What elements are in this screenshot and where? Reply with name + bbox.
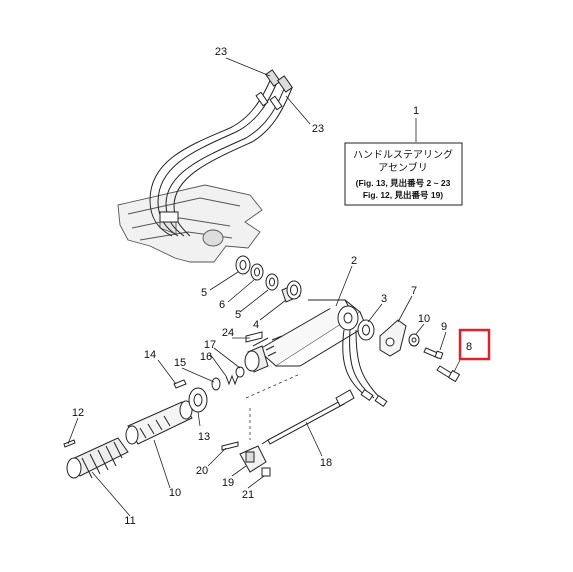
callout-2[interactable]: 2: [351, 255, 357, 267]
callout-18[interactable]: 17: [204, 339, 216, 351]
assembly-note: ハンドルステアリング アセンブリ (Fig. 13, 見出番号 2 ~ 23 F…: [344, 142, 463, 206]
note-line-4: Fig. 12, 見出番号 19): [363, 190, 443, 200]
leader-lines: [67, 57, 461, 517]
callout-6[interactable]: 6: [219, 299, 225, 311]
steering-handle-arm: [244, 299, 367, 373]
washer-and-bolts: [408, 333, 461, 383]
callout-labels: 23 23 1 2 3 7 5 6 5 4 10 9 24 14 15 17 1…: [72, 46, 447, 527]
callout-23-right[interactable]: 23: [312, 123, 324, 135]
callout-14[interactable]: 13: [198, 431, 210, 443]
callout-9[interactable]: 9: [441, 321, 447, 333]
bracket: [379, 319, 407, 357]
callout-5-upper[interactable]: 5: [201, 287, 207, 299]
control-cables: [149, 69, 293, 237]
callout-1[interactable]: 1: [413, 105, 419, 117]
callout-8[interactable]: 8: [466, 341, 472, 353]
shift-rod: [261, 389, 355, 445]
note-line-3: (Fig. 13, 見出番号 2 ~ 23: [356, 178, 451, 188]
callout-11[interactable]: 10: [169, 487, 181, 499]
callout-17[interactable]: 16: [200, 351, 212, 363]
callout-5-lower[interactable]: 5: [235, 309, 241, 321]
highlight-box: [458, 328, 491, 361]
casting-outline: [117, 184, 263, 263]
bushing-set: [235, 255, 302, 303]
callout-12[interactable]: 11: [124, 515, 135, 527]
callout-7[interactable]: 7: [411, 285, 417, 297]
callout-21[interactable]: 20: [196, 465, 208, 477]
callout-24[interactable]: 24: [222, 327, 234, 339]
assembly-guides: [245, 373, 301, 440]
note-line-1: ハンドルステアリング: [353, 148, 453, 161]
callout-15[interactable]: 14: [144, 349, 156, 361]
callout-23-top[interactable]: 23: [215, 46, 227, 58]
lower-cables: [342, 329, 388, 408]
callout-22[interactable]: 21: [242, 489, 254, 501]
collar: [357, 319, 375, 341]
callout-16[interactable]: 15: [174, 357, 186, 369]
twist-grip: [63, 331, 263, 479]
callout-3[interactable]: 3: [381, 293, 387, 305]
note-line-2: アセンブリ: [378, 161, 428, 174]
rod-bracket: [221, 441, 271, 477]
note-box: [344, 142, 463, 206]
highlight-callout-8[interactable]: 8: [458, 328, 491, 361]
callout-10[interactable]: 10: [418, 313, 430, 325]
callout-19[interactable]: 18: [320, 457, 332, 469]
callout-13[interactable]: 12: [72, 407, 84, 419]
callout-20[interactable]: 19: [222, 477, 234, 489]
callout-4[interactable]: 4: [253, 319, 259, 331]
